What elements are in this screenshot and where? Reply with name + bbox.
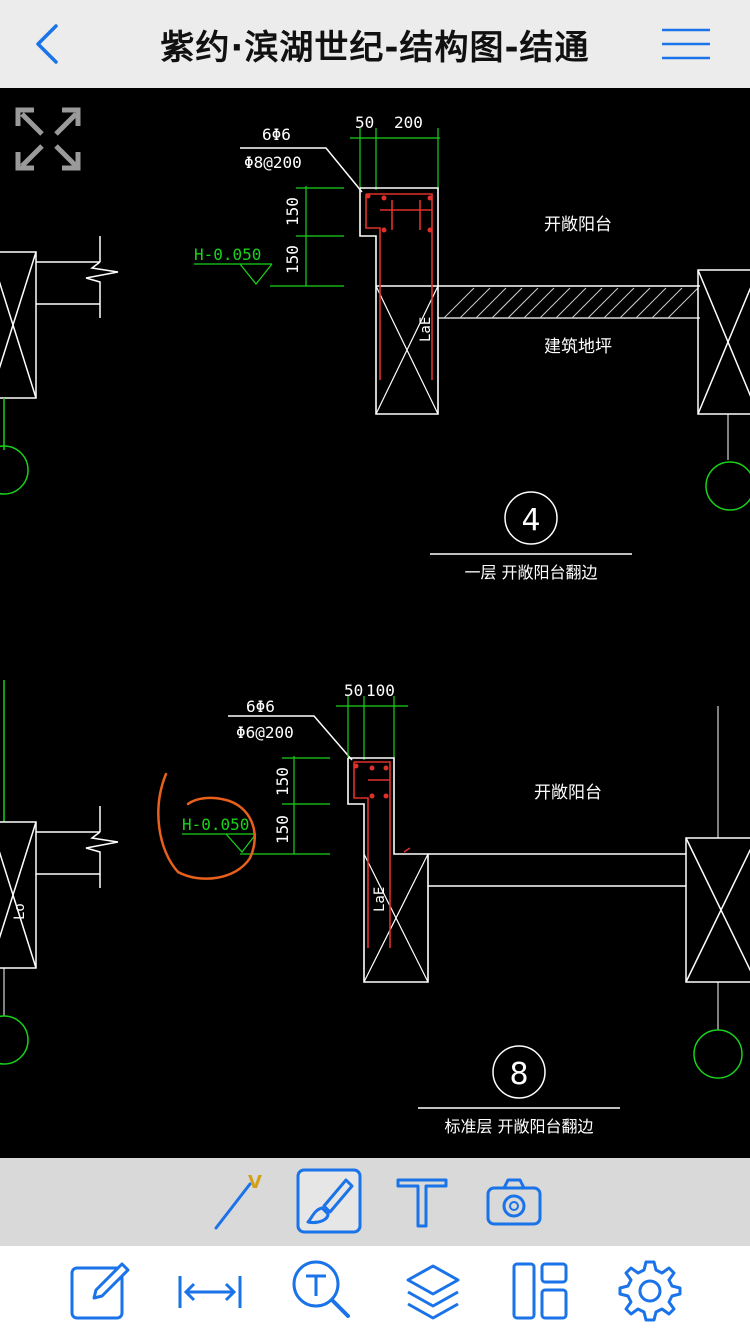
balcony-label-2: 开敞阳台: [534, 783, 602, 803]
dim-width-2-b: 100: [366, 681, 395, 700]
edit-pencil-icon[interactable]: [68, 1260, 132, 1322]
detail-bottom: Lo 6Φ6 Φ6@200 50 100 150 150 H-0.: [0, 680, 750, 1136]
balcony-label: 开敞阳台: [544, 215, 612, 235]
detail-number-2: 8: [509, 1057, 528, 1092]
brush-icon[interactable]: [296, 1168, 362, 1234]
dim-height-2-b: 150: [273, 815, 292, 844]
lae-label-2: LaE: [372, 887, 388, 912]
detail-caption-2: 标准层 开敞阳台翻边: [444, 1117, 593, 1136]
rebar-top-label: 6Φ6: [262, 125, 291, 144]
markup-toolbar: V: [0, 1158, 750, 1246]
camera-icon[interactable]: [484, 1176, 544, 1228]
detail-number: 4: [521, 503, 540, 538]
layout-icon[interactable]: [510, 1260, 570, 1322]
chevron-left-icon[interactable]: [28, 20, 68, 68]
rebar-top-label-2: 6Φ6: [246, 697, 275, 716]
dim-width-2: 200: [394, 113, 423, 132]
svg-text:V: V: [248, 1172, 262, 1193]
text-search-icon[interactable]: [290, 1258, 354, 1324]
app-header: 紫约·滨湖世纪-结构图-结通: [0, 0, 750, 88]
dim-width-1: 50: [355, 113, 374, 132]
main-toolbar: [0, 1246, 750, 1334]
hamburger-menu-icon[interactable]: [660, 24, 712, 64]
floor-label: 建筑地坪: [544, 337, 612, 357]
lae-label: LaE: [418, 317, 434, 342]
gear-icon[interactable]: [618, 1258, 682, 1322]
fullscreen-expand-icon[interactable]: [15, 107, 81, 171]
layers-icon[interactable]: [404, 1260, 462, 1322]
lo-label: Lo: [12, 903, 28, 920]
elevation-label-2: H-0.050: [182, 815, 249, 834]
page-title: 紫约·滨湖世纪-结构图-结通: [160, 27, 590, 68]
dim-height-2: 150: [283, 245, 302, 274]
detail-top: 6Φ6 Φ8@200 50 200 150 150 H-0.050: [0, 113, 750, 582]
dim-width-1-b: 50: [344, 681, 363, 700]
elevation-label: H-0.050: [194, 245, 261, 264]
line-v-icon[interactable]: V: [208, 1166, 272, 1238]
cad-drawing-canvas[interactable]: 6Φ6 Φ8@200 50 200 150 150 H-0.050: [0, 88, 750, 1158]
detail-caption: 一层 开敞阳台翻边: [464, 563, 597, 582]
dim-height-1-b: 150: [273, 767, 292, 796]
markup-annotation[interactable]: [157, 772, 256, 880]
measure-arrows-icon[interactable]: [176, 1272, 244, 1312]
rebar-stirrup-label: Φ8@200: [244, 153, 302, 172]
rebar-stirrup-label-2: Φ6@200: [236, 723, 294, 742]
text-t-icon[interactable]: [394, 1170, 450, 1232]
dim-height-1: 150: [283, 197, 302, 226]
